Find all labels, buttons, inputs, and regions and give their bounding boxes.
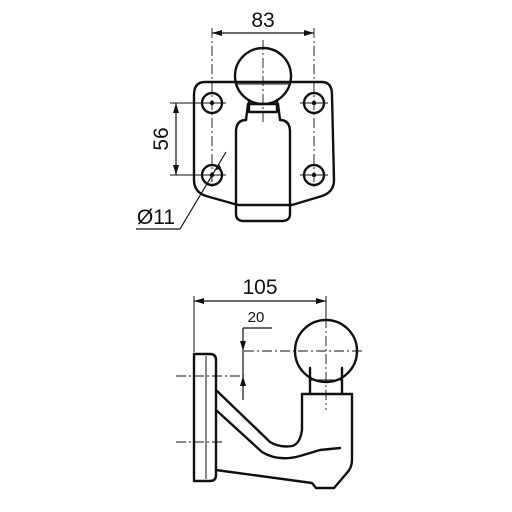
- diameter-leader: [136, 151, 227, 230]
- mounting-plate-outline: [192, 80, 336, 207]
- side-ball-collar: [308, 366, 344, 396]
- dim-offset-label: 20: [248, 309, 265, 326]
- dimension-56: [170, 102, 202, 176]
- dimension-83: [212, 30, 314, 36]
- hitch-body: [214, 388, 354, 490]
- mounting-flange: [192, 352, 218, 483]
- hitch-body-inner: [214, 408, 342, 460]
- hitch-neck: [234, 118, 292, 223]
- dim-length-label: 105: [242, 276, 277, 299]
- dimension-20: [240, 327, 272, 400]
- top-view: 83 56 Ø11: [136, 9, 336, 230]
- dimension-105: [193, 296, 327, 352]
- dim-width-label: 83: [251, 9, 274, 32]
- dim-height-label: 56: [150, 127, 173, 150]
- dim-hole-label: Ø11: [137, 206, 175, 229]
- side-view: 105 20: [176, 276, 364, 490]
